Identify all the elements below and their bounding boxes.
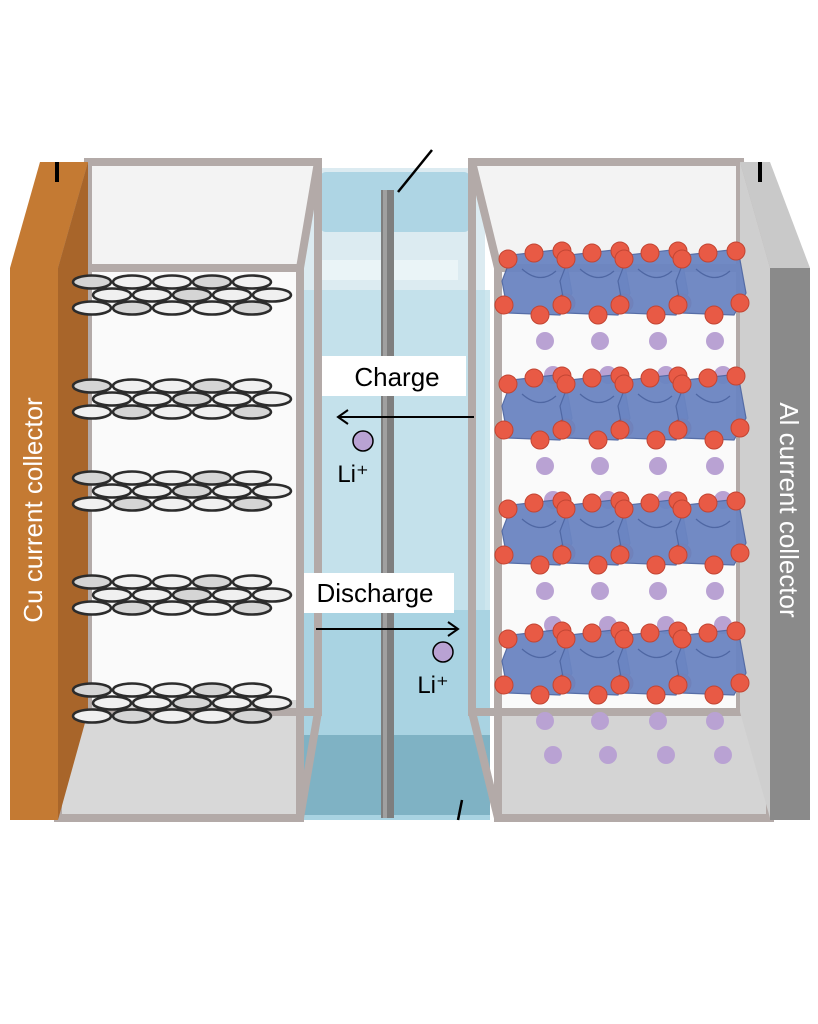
metal-oxide-icon [669, 622, 749, 704]
al-current-collector: Al current collector [740, 162, 810, 820]
graphene-layer-icon [73, 576, 291, 615]
charge-label: Charge [354, 362, 439, 392]
cu-current-collector: Cu current collector [10, 162, 88, 820]
lithium-ion-icon [353, 431, 373, 451]
graphene-layer-icon [73, 380, 291, 419]
discharge-label: Discharge [316, 578, 433, 608]
cu-collector-label: Cu current collector [18, 397, 48, 623]
al-collector-label: Al current collector [774, 402, 804, 618]
metal-oxide-icon [669, 367, 749, 449]
graphene-layer-icon [73, 472, 291, 511]
li-ion-label-2: Li⁺ [417, 672, 448, 699]
li-ion-label-1: Li⁺ [337, 461, 368, 488]
metal-oxide-icon [669, 492, 749, 574]
graphene-layer-icon [73, 684, 291, 723]
lithium-ion-icon [433, 642, 453, 662]
electrolyte-region [300, 168, 490, 820]
metal-oxide-icon [669, 242, 749, 324]
graphene-layer-icon [73, 276, 291, 315]
